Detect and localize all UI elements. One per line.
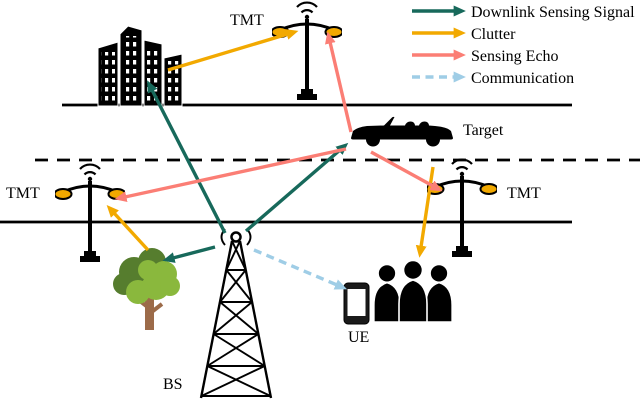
smartphone-icon xyxy=(343,282,370,325)
arrow-communication-bs-to-ue xyxy=(253,248,348,290)
legend: Downlink Sensing Signal Clutter Sensing … xyxy=(412,4,635,87)
user-group-icon xyxy=(373,260,453,322)
label-ue: UE xyxy=(348,329,369,346)
label-tmt-top: TMT xyxy=(230,12,264,29)
street-lamp-wifi-icon-right xyxy=(427,158,497,259)
label-tmt-right: TMT xyxy=(507,185,541,202)
arrow-clutter-buildings-to-tmt-top xyxy=(167,29,299,72)
legend-label-communication: Communication xyxy=(471,70,574,87)
person-icon xyxy=(398,260,428,322)
arrow-downlink-bs-to-tree xyxy=(162,245,216,263)
label-target: Target xyxy=(463,122,504,139)
arrow-echo-target-to-tmt-right xyxy=(370,150,443,192)
base-station-tower-icon xyxy=(199,228,273,399)
label-bs: BS xyxy=(163,376,183,393)
label-tmt-left: TMT xyxy=(6,185,40,202)
city-buildings-icon xyxy=(97,25,183,107)
car-target-icon xyxy=(351,116,453,147)
person-icon xyxy=(425,264,453,322)
arrow-downlink-bs-to-target xyxy=(244,142,349,233)
arrow-echo-target-to-tmt-left xyxy=(114,147,347,203)
legend-label-clutter: Clutter xyxy=(471,26,516,43)
legend-label-downlink: Downlink Sensing Signal xyxy=(471,4,635,21)
tree-icon xyxy=(113,248,180,330)
roads xyxy=(0,103,640,224)
arrow-clutter-right xyxy=(415,166,435,258)
legend-label-echo: Sensing Echo xyxy=(471,48,559,65)
arrow-echo-target-to-tmt-top xyxy=(325,31,353,133)
arrow-clutter-tree-to-tmt-left xyxy=(106,204,150,252)
person-icon xyxy=(373,264,401,322)
signal-arrows xyxy=(106,29,443,290)
arrow-downlink-bs-to-buildings xyxy=(147,80,227,234)
